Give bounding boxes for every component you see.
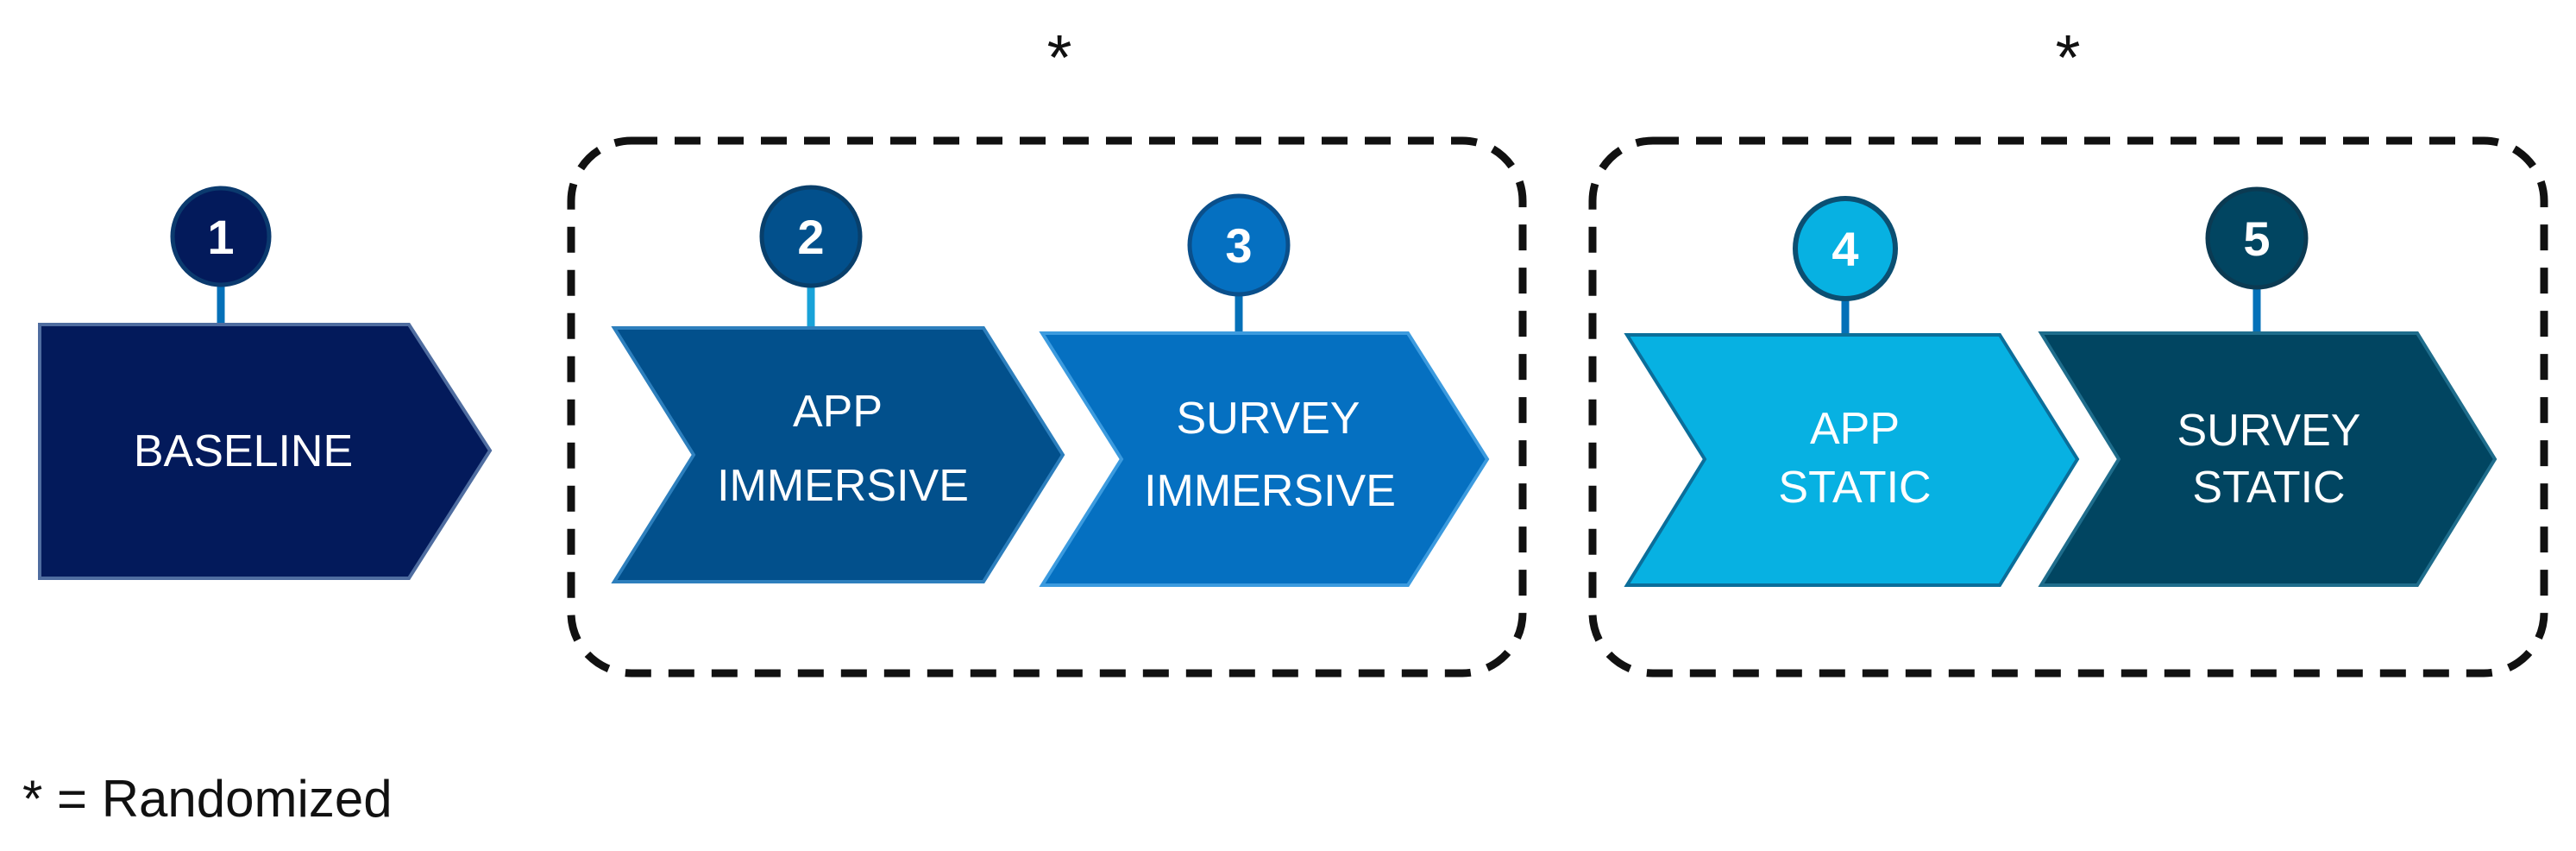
step-1-arrow	[38, 323, 493, 580]
step-5-number: 5	[2243, 211, 2270, 266]
step-3-label-line-2: IMMERSIVE	[1144, 466, 1396, 516]
step-2-label-line-2: IMMERSIVE	[717, 461, 969, 511]
randomized-group-box-static	[1588, 136, 2548, 678]
step-5-label-line-1: SURVEY	[2177, 406, 2361, 456]
step-2-number: 2	[797, 210, 824, 264]
step-3: 3 SURVEY IMMERSIVE	[1039, 193, 1490, 587]
step-4-badge	[1793, 196, 1898, 301]
step-3-badge	[1187, 193, 1291, 297]
randomized-marker-static: *	[2056, 22, 2081, 93]
step-5-label-line-2: STATIC	[2192, 463, 2345, 513]
step-1: 1 BASELINE	[38, 186, 493, 580]
step-1-label-line-1: BASELINE	[134, 426, 353, 476]
step-4-arrow	[1624, 333, 2080, 587]
step-5: 5 SURVEY STATIC	[2038, 186, 2497, 587]
step-4-label-line-1: APP	[1810, 404, 1900, 454]
step-4-number: 4	[1831, 222, 1858, 276]
step-4: 4 APP STATIC	[1624, 196, 2080, 587]
step-3-number: 3	[1225, 218, 1252, 273]
step-3-label-line-1: SURVEY	[1177, 394, 1360, 444]
step-1-badge	[170, 186, 272, 287]
step-2: 2 APP IMMERSIVE	[611, 185, 1065, 583]
step-2-label-line-1: APP	[793, 387, 883, 437]
randomized-marker-immersive: *	[1047, 22, 1072, 93]
step-2-badge	[759, 185, 863, 288]
step-2-arrow	[611, 326, 1065, 583]
randomized-group-box-immersive	[567, 136, 1527, 678]
step-3-arrow	[1039, 331, 1490, 587]
step-1-number: 1	[207, 210, 234, 264]
step-5-arrow	[2038, 331, 2497, 587]
step-4-label-line-2: STATIC	[1778, 463, 1931, 513]
step-5-badge	[2205, 186, 2309, 290]
legend-randomized: * = Randomized	[22, 770, 393, 828]
